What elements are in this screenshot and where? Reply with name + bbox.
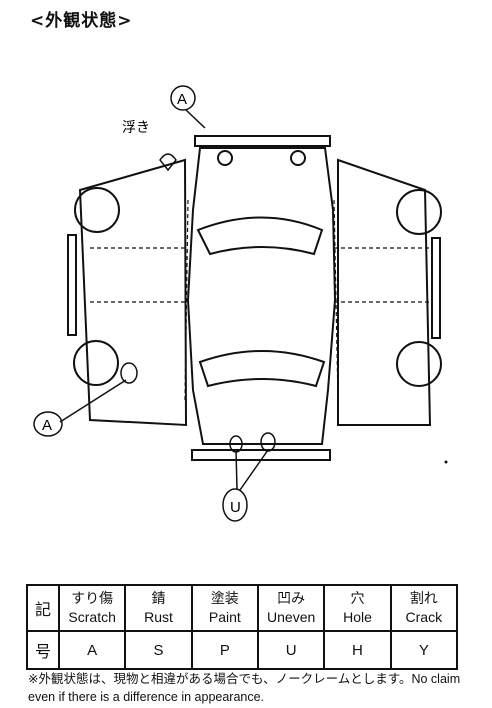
legend-code-uneven: U — [256, 630, 326, 670]
left-rear-wheel — [73, 340, 119, 386]
rear-window — [198, 350, 326, 388]
disclaimer-note: ※外観状態は、現物と相違がある場合でも、ノークレームとします。No claim … — [28, 670, 468, 706]
left-front-wheel — [74, 187, 120, 233]
page-title: <外観状態> — [30, 11, 133, 31]
bump-top — [159, 153, 177, 172]
legend-code-rust: S — [124, 630, 193, 670]
legend-side-label-top: 記 — [26, 584, 60, 632]
handwritten-note: 浮き — [122, 120, 150, 136]
right-front-wheel — [396, 189, 442, 235]
legend-code-hole: H — [323, 630, 392, 670]
marker-bottom-circle — [222, 488, 248, 522]
marker-left-label: A — [42, 417, 52, 434]
vehicle-diagram: A A U 浮き — [33, 85, 448, 522]
damage-bottom-a — [229, 435, 243, 453]
right-side-panel — [337, 158, 432, 426]
windshield — [196, 216, 324, 256]
right-rear-wheel — [396, 341, 442, 387]
legend-code-paint: P — [190, 630, 259, 670]
legend-code-scratch: A — [57, 630, 127, 670]
damage-bottom-b — [260, 432, 276, 452]
legend-code-crack: Y — [389, 630, 459, 670]
marker-top-label: A — [177, 91, 187, 108]
marker-left-circle — [33, 411, 63, 437]
rear-bumper — [191, 449, 331, 461]
front-bumper — [194, 135, 331, 147]
marker-bottom-label: U — [230, 499, 241, 516]
disclaimer-jp: ※外観状態は、現物と相違がある場合でも、ノークレームとします。 — [28, 671, 412, 686]
car-body — [186, 147, 337, 445]
marker-top-circle — [170, 85, 196, 111]
disclaimer-en: No claim even if there is a difference i… — [28, 672, 461, 704]
legend-side-label-bottom: 号 — [26, 630, 60, 670]
damage-left — [120, 362, 138, 384]
